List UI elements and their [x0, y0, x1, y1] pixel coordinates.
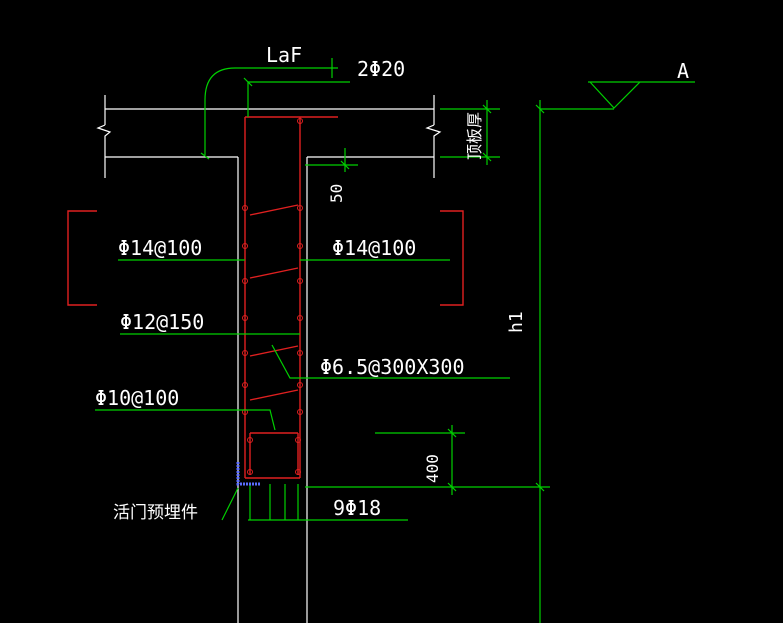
dimension-lines — [95, 58, 695, 623]
left-bars-1-label: Φ14@100 — [118, 236, 202, 260]
left-bars-3-label: Φ10@100 — [95, 386, 179, 410]
bottom-bars-label: 9Φ18 — [333, 496, 381, 520]
rebar-cage — [244, 116, 338, 479]
ties-label: Φ6.5@300X300 — [320, 355, 465, 379]
h1-label: h1 — [506, 311, 527, 333]
slab-thickness-label: 顶板厚 — [465, 112, 484, 160]
datum-label: A — [677, 59, 689, 83]
laf-label: LaF — [266, 43, 302, 67]
embed-plate — [236, 462, 260, 486]
offset-50-label: 50 — [327, 184, 346, 203]
concrete-outline — [96, 95, 442, 623]
dim-400-label: 400 — [423, 454, 442, 483]
left-bars-2-label: Φ12@150 — [120, 310, 204, 334]
rebar-dots — [242, 118, 303, 475]
right-bars-1-label: Φ14@100 — [332, 236, 416, 260]
zone-brackets — [67, 210, 464, 306]
embed-label: 活门预埋件 — [113, 503, 198, 523]
top-bars-label: 2Φ20 — [357, 57, 405, 81]
